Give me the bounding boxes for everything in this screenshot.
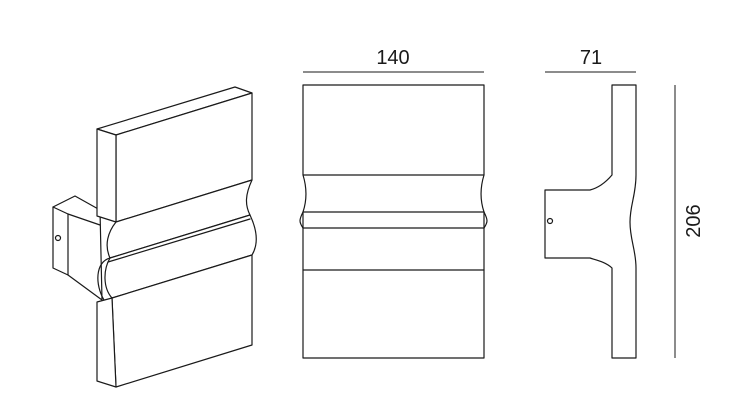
depth-dimension-label: 71 bbox=[580, 47, 602, 69]
side-mount-hole bbox=[546, 217, 554, 225]
front-view: 140 bbox=[299, 47, 488, 359]
side-view: 71 206 bbox=[544, 47, 705, 359]
iso-upper-side bbox=[96, 128, 117, 223]
height-dimension-label: 206 bbox=[683, 204, 705, 237]
iso-mount-hole bbox=[54, 234, 62, 242]
width-dimension-label: 140 bbox=[376, 47, 409, 69]
front-outline bbox=[302, 84, 485, 359]
iso-bracket bbox=[52, 195, 103, 301]
isometric-view bbox=[52, 86, 257, 388]
side-profile bbox=[544, 84, 637, 359]
iso-lower-side bbox=[96, 297, 117, 388]
